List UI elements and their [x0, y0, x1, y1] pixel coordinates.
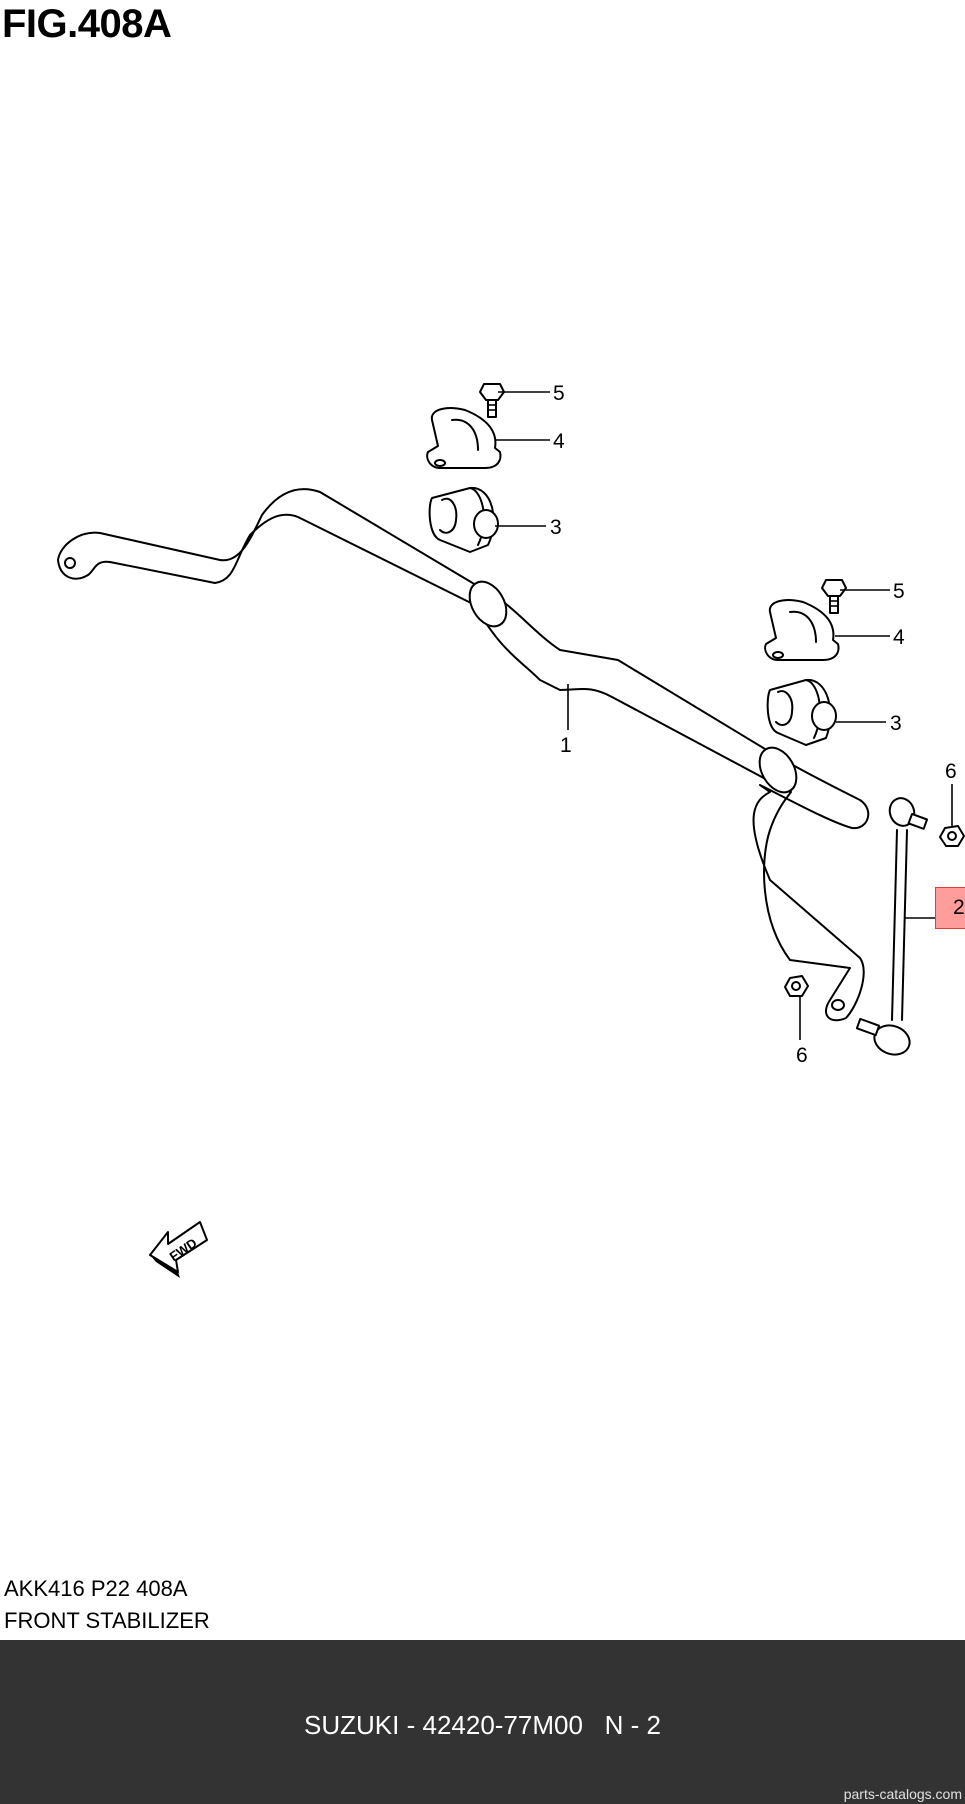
- bolt-right[interactable]: [821, 579, 847, 614]
- watermark: parts-catalogs.com: [843, 1786, 962, 1802]
- footer-bar: SUZUKI - 42420-77M00 N - 2 parts-catalog…: [0, 1640, 965, 1804]
- nut-bottom[interactable]: [784, 975, 809, 997]
- callout-6-top[interactable]: 6: [945, 760, 957, 783]
- exploded-parts-diagram: 1 5 4 3 5 4 3 6 6 FWD: [57, 382, 965, 1278]
- callout-4-left[interactable]: 4: [553, 430, 565, 453]
- bushing-left[interactable]: [428, 486, 499, 553]
- callout-2[interactable]: 2: [953, 896, 965, 919]
- callout-5-left[interactable]: 5: [553, 382, 565, 405]
- callout-1[interactable]: 1: [560, 734, 572, 757]
- leader-lines: [495, 391, 953, 1040]
- bracket-left[interactable]: [426, 407, 502, 469]
- callout-3-left[interactable]: 3: [550, 516, 562, 539]
- part-number-line: SUZUKI - 42420-77M00 N - 2: [304, 1710, 661, 1740]
- callout-5-right[interactable]: 5: [893, 580, 905, 603]
- nut-top[interactable]: [939, 825, 965, 847]
- bolt-left[interactable]: [479, 383, 505, 418]
- bushing-right[interactable]: [766, 678, 837, 746]
- callout-2-highlight[interactable]: 2: [935, 887, 965, 929]
- stabilizer-link[interactable]: [855, 795, 929, 1060]
- callout-6-bottom[interactable]: 6: [796, 1044, 808, 1067]
- callout-4-right[interactable]: 4: [893, 626, 905, 649]
- callout-3-right[interactable]: 3: [890, 712, 902, 735]
- figure-code: AKK416 P22 408A: [4, 1576, 188, 1601]
- stabilizer-bar[interactable]: [57, 488, 870, 1022]
- figure-name: FRONT STABILIZER: [4, 1608, 210, 1633]
- forward-arrow-icon: FWD: [149, 1221, 208, 1278]
- bracket-right[interactable]: [764, 599, 840, 661]
- figure-title: FIG.408A: [2, 2, 172, 46]
